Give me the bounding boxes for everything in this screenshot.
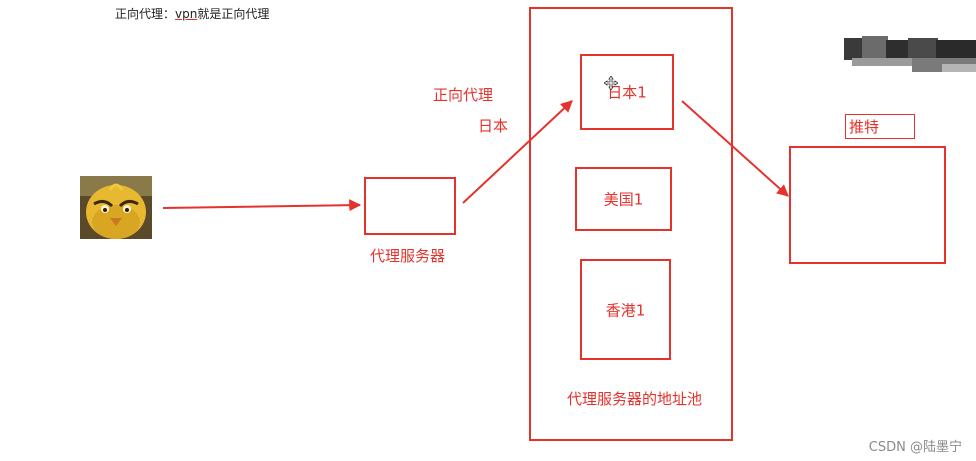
header-note-prefix: 正向代理：: [115, 7, 176, 21]
pool-item-hk1-label: 香港1: [605, 301, 646, 319]
pool-item-usa1-label: 美国1: [603, 190, 644, 209]
proxy-pool-box: [529, 7, 733, 441]
chick-avatar-icon: [80, 176, 152, 239]
move-cursor-icon: [604, 76, 618, 90]
twitter-box: [789, 146, 946, 264]
blurred-patch: [844, 36, 976, 72]
header-note-suffix: 就是正向代理: [197, 7, 270, 21]
label-japan: 日本: [478, 117, 509, 135]
header-note: 正向代理：vpn就是正向代理: [115, 5, 269, 22]
twitter-label-box: 推特: [845, 114, 915, 139]
pool-item-hk1: 香港1: [580, 259, 671, 360]
label-forward-proxy: 正向代理: [433, 86, 494, 104]
pool-item-japan1-label: 日本1: [607, 83, 647, 102]
header-note-vpn: vpn: [175, 7, 198, 21]
proxy-server-box: [364, 177, 456, 235]
watermark: CSDN @陆墨宁: [868, 440, 962, 455]
arrow-user-to-proxy: [162, 199, 362, 212]
label-proxy-server: 代理服务器: [370, 247, 446, 265]
pool-item-japan1: 日本1: [580, 54, 674, 130]
twitter-label: 推特: [849, 118, 880, 136]
pool-item-usa1: 美国1: [575, 167, 672, 231]
label-pool: 代理服务器的地址池: [567, 390, 703, 408]
